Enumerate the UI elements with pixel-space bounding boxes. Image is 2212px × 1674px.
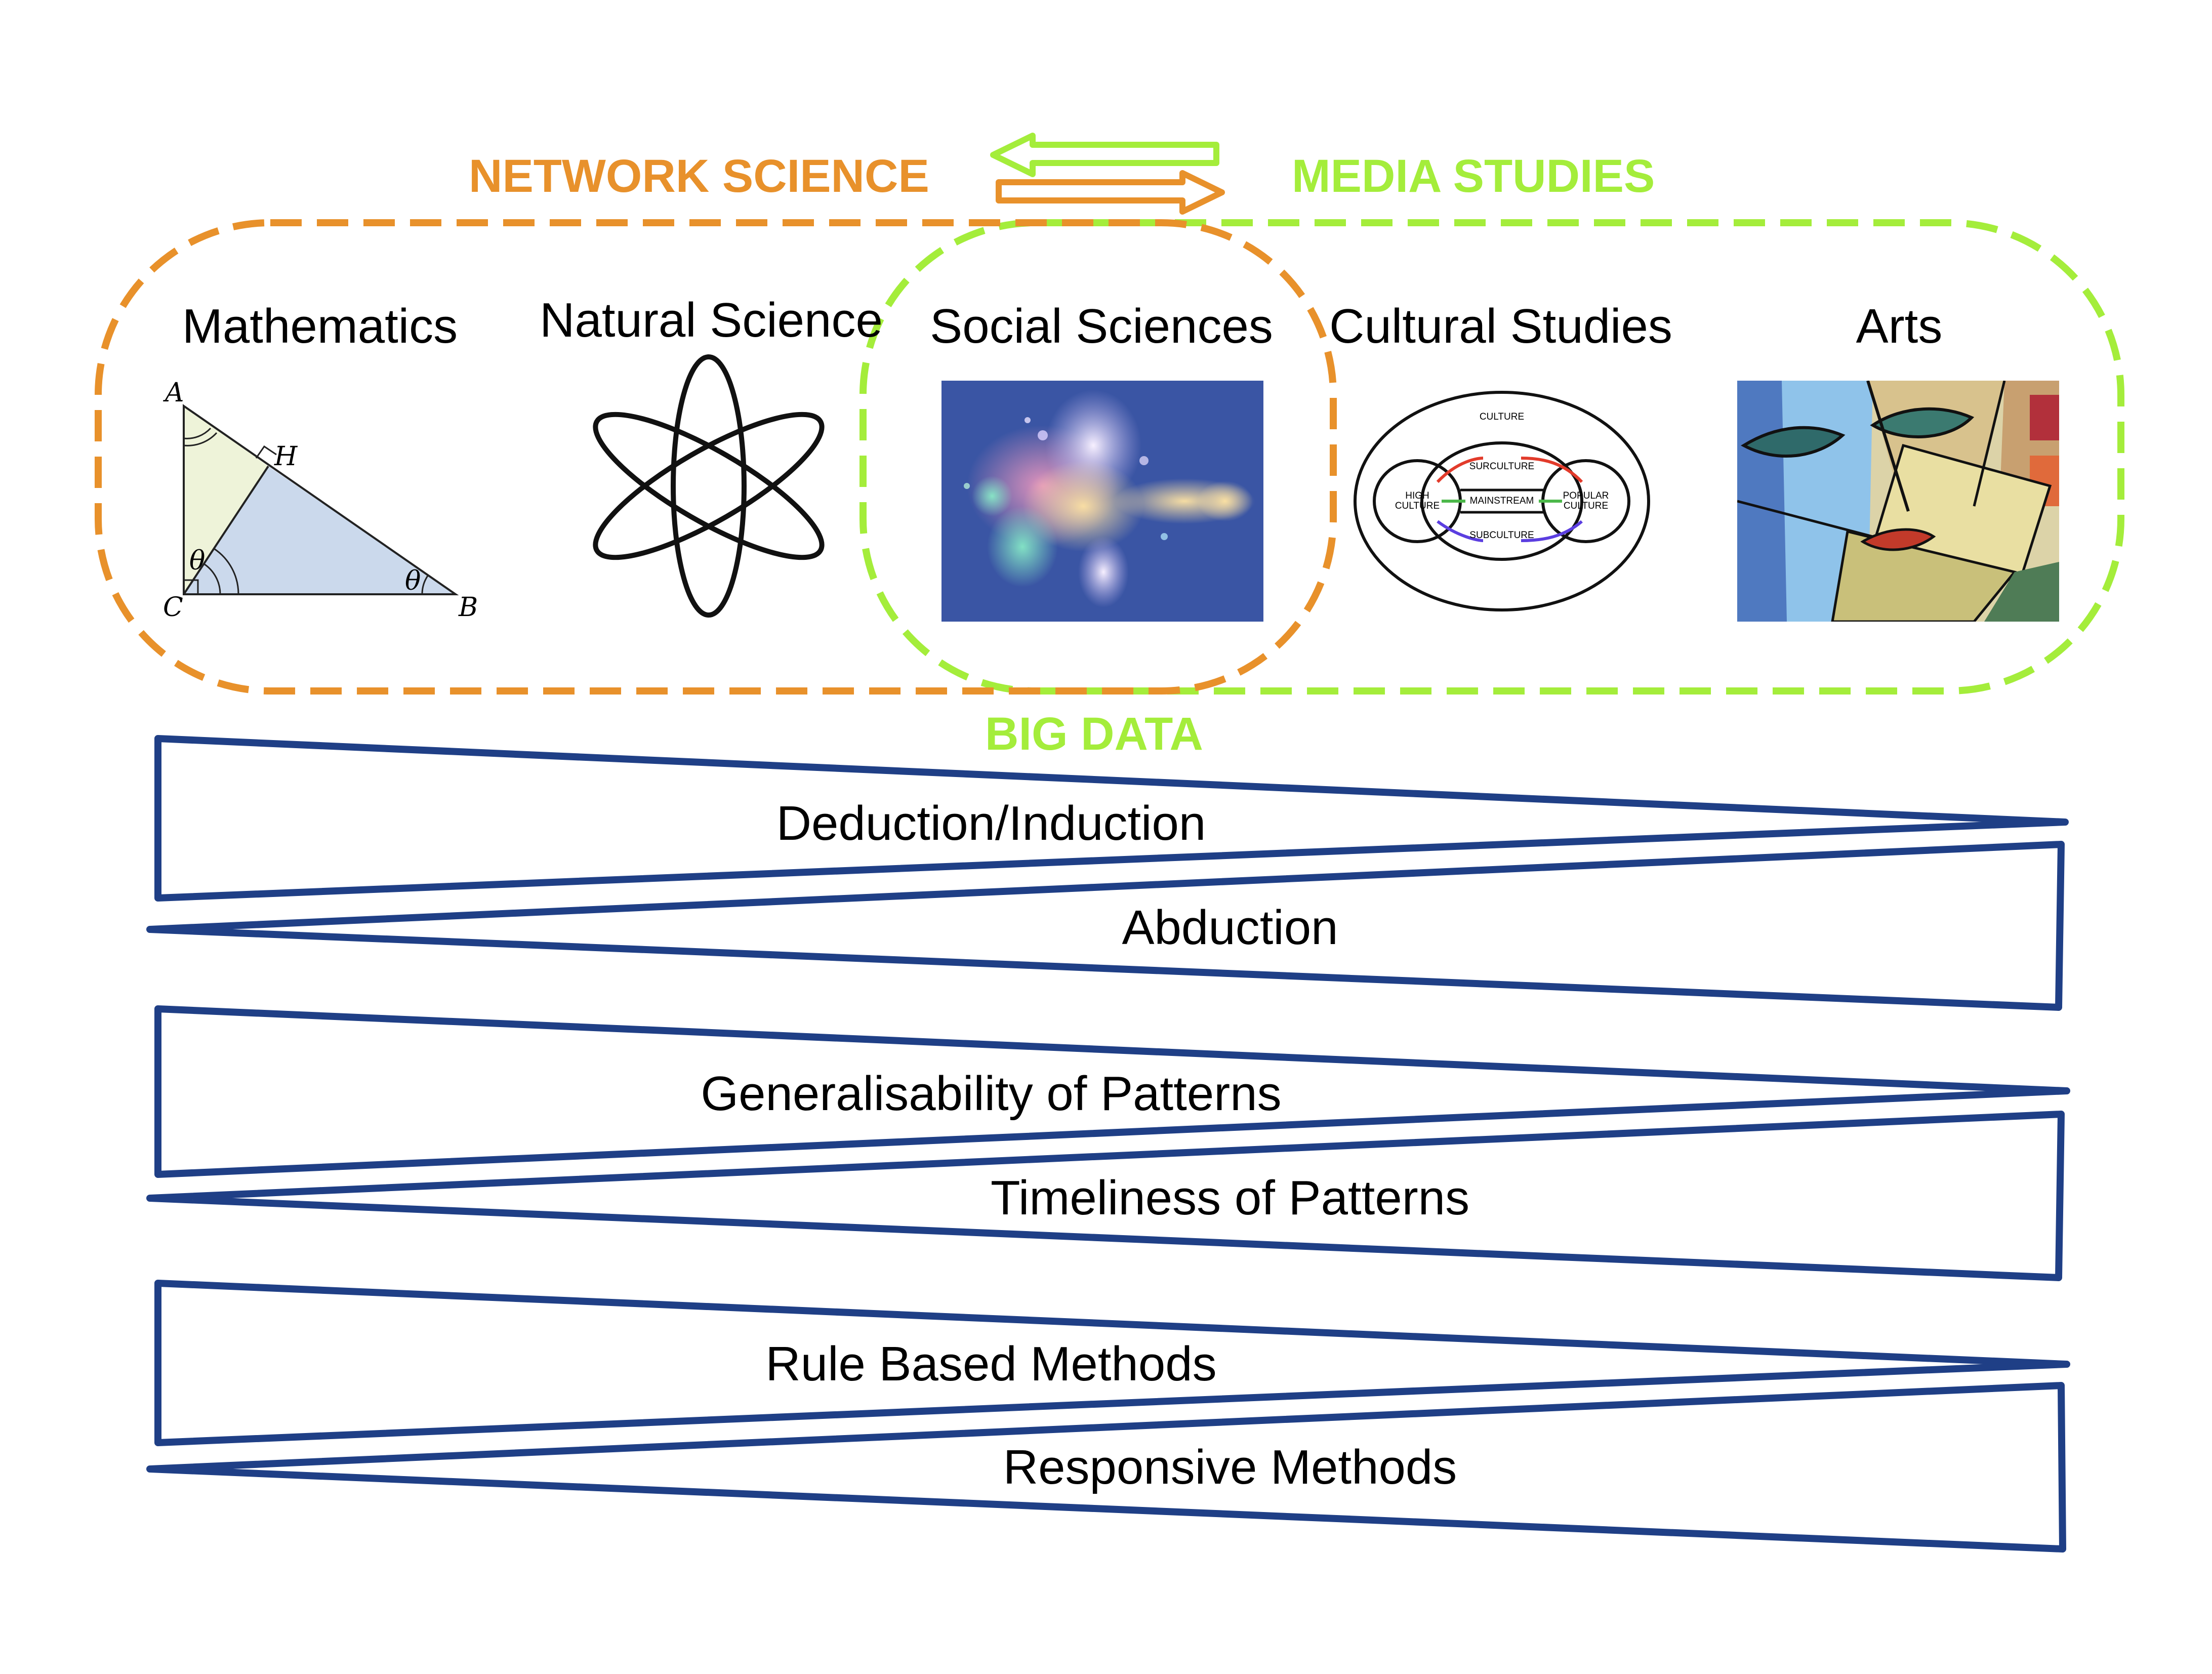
high-culture-line-2: CULTURE [1395,500,1440,511]
left-arrow [990,133,1219,177]
triangle-label-b: B [459,592,478,623]
zigzag-1 [154,735,2069,902]
triangle-label-c: C [163,592,183,623]
mainstream-label: MAINSTREAM [1469,496,1534,506]
discipline-mathematics: Mathematics [182,299,458,353]
exchange-arrows [990,133,1225,215]
tension-label-timeliness: Timeliness of Patterns [990,1171,1470,1225]
popular-culture-line-2: CULTURE [1563,500,1609,511]
discipline-natural-science: Natural Science [540,293,883,347]
triangle-label-h: H [274,441,298,472]
media-studies-label: MEDIA STUDIES [1292,150,1655,202]
triangle-label-theta-c: θ [189,546,206,576]
network-science-boundary [95,219,1337,695]
right-triangle-diagram [183,404,459,595]
popular-culture-line-1: POPULAR [1563,491,1609,501]
atom-icon [593,354,825,618]
culture-label: CULTURE [1479,412,1525,422]
zigzag-2 [154,1005,2070,1178]
high-culture-line-1: HIGH [1405,491,1429,501]
zigzag-3 [154,1280,2070,1446]
triangle-label-theta-b: θ [405,566,421,596]
discipline-arts: Arts [1856,299,1943,353]
culture-diagram [1354,391,1650,611]
tension-label-abduction: Abduction [1122,901,1338,955]
surculture-label: SURCULTURE [1469,461,1535,472]
tension-label-rule-based: Rule Based Methods [765,1337,1217,1391]
triangle-label-a: A [165,378,184,408]
big-data-label: BIG DATA [985,708,1203,760]
discipline-cultural-studies: Cultural Studies [1329,299,1672,353]
cubist-painting [1737,381,2059,622]
network-visualization [941,381,1263,622]
tension-label-generalisability: Generalisability of Patterns [701,1067,1282,1121]
zigzag-2b [146,1111,2065,1281]
media-studies-boundary [859,219,2124,695]
zigzag-3b [146,1382,2066,1553]
high-culture-label: HIGH CULTURE [1395,491,1440,511]
tension-zigzags [146,735,2070,1553]
discipline-social-sciences: Social Sciences [930,299,1273,353]
tension-label-deduction: Deduction/Induction [776,796,1206,850]
right-arrow [996,170,1225,215]
network-science-label: NETWORK SCIENCE [469,150,929,202]
subculture-label: SUBCULTURE [1469,530,1534,541]
zigzag-1b [146,841,2065,1011]
popular-culture-label: POPULAR CULTURE [1563,491,1609,511]
tension-label-responsive: Responsive Methods [1003,1440,1457,1494]
